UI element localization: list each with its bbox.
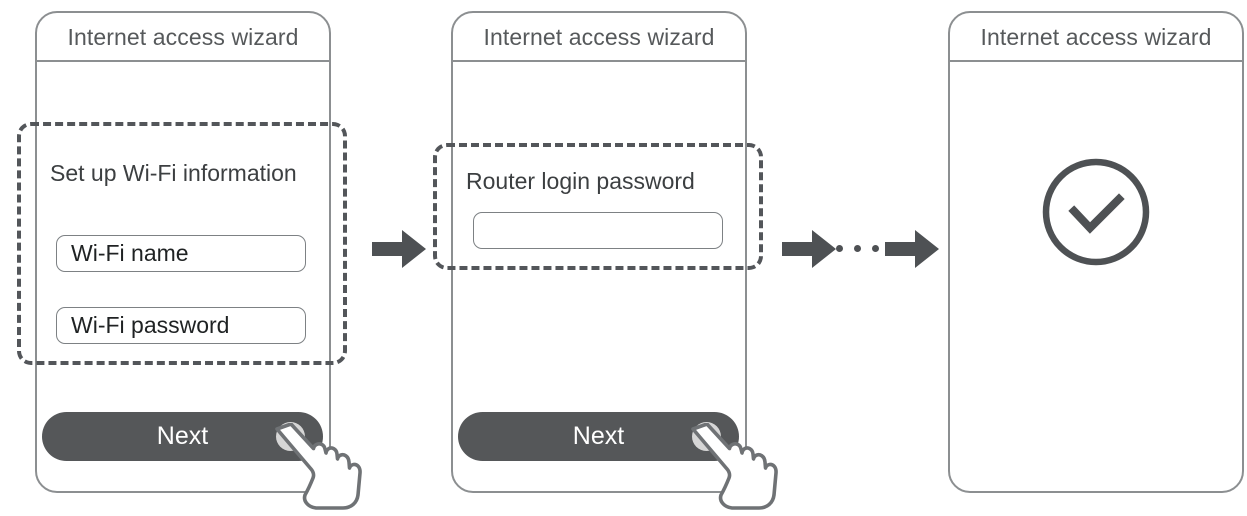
input-wifi-password[interactable]: Wi-Fi password (56, 307, 306, 344)
page-title-step-2: Internet access wizard (453, 13, 745, 62)
ellipsis-dot-2 (854, 245, 861, 252)
next-button-label-step-1: Next (156, 422, 209, 450)
input-router-password[interactable] (473, 212, 723, 249)
section-label-wifi: Set up Wi-Fi information (50, 160, 297, 186)
arrow-right-icon-3 (885, 228, 939, 270)
check-circle-icon (1040, 156, 1152, 268)
arrow-right-icon-1 (372, 228, 426, 270)
next-button-step-2[interactable]: Next (458, 412, 739, 461)
next-button-step-1[interactable]: Next (42, 412, 323, 461)
section-label-router-password: Router login password (466, 168, 695, 194)
highlight-box-router-password-section (433, 143, 763, 270)
ellipsis-dot-1 (836, 245, 843, 252)
tap-indicator-step-1 (276, 422, 305, 451)
phone-body-step-3 (950, 62, 1242, 491)
page-title-step-3: Internet access wizard (950, 13, 1242, 62)
tap-indicator-step-2 (692, 422, 721, 451)
ellipsis-dot-3 (872, 245, 879, 252)
phone-step-success: Internet access wizard (948, 11, 1244, 493)
arrow-right-icon-2 (782, 228, 836, 270)
next-button-label-step-2: Next (572, 422, 625, 450)
page-title-step-1: Internet access wizard (37, 13, 329, 62)
ellipsis-icon (836, 245, 879, 252)
highlight-box-wifi-section (17, 122, 347, 365)
input-wifi-name[interactable]: Wi-Fi name (56, 235, 306, 272)
